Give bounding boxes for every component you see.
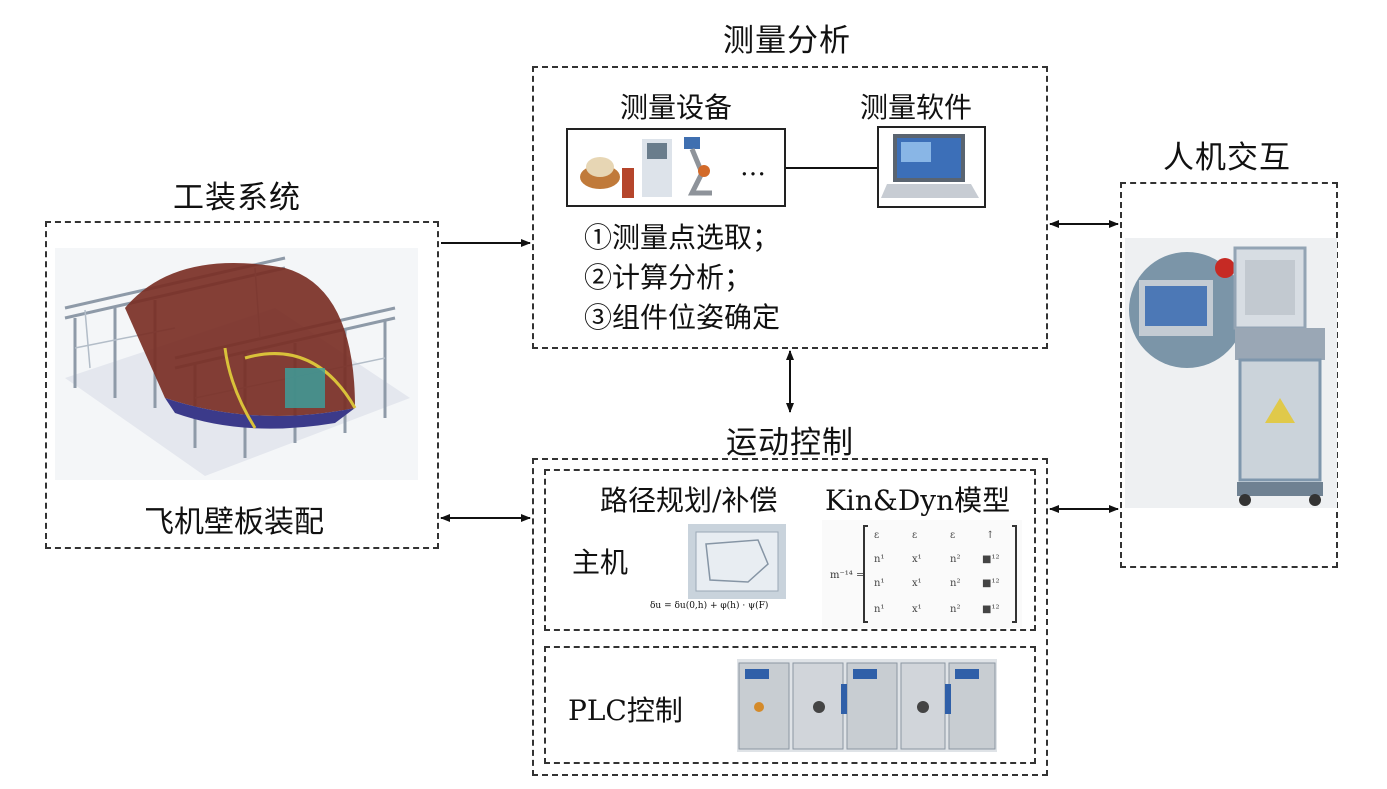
plc-cabinets-image (737, 659, 997, 752)
measurement-software-laptop (877, 126, 986, 208)
svg-text:ε: ε (950, 530, 955, 541)
svg-text:■¹²: ■¹² (982, 578, 999, 589)
device-ellipsis: … (740, 152, 766, 182)
measurement-device-panel: … (566, 128, 786, 207)
plc-label: PLC控制 (568, 694, 683, 727)
tooling-box (45, 221, 439, 549)
svg-text:↑: ↑ (986, 530, 994, 541)
tooling-caption: 飞机壁板装配 (144, 505, 324, 540)
host-label: 主机 (572, 546, 629, 579)
measurement-box (532, 66, 1048, 349)
measurement-device-image (572, 133, 737, 203)
svg-text:n¹: n¹ (874, 604, 884, 615)
path-planning-label: 路径规划/补偿 (600, 484, 778, 517)
measurement-step-2: ②计算分析； (584, 261, 753, 294)
measurement-device-label: 测量设备 (620, 91, 733, 124)
kin-dyn-matrix-image: m⁻¹⁴ = ε ε ε ↑ n¹ x¹ n² ■¹² n¹ x¹ n² ■¹² n¹ x¹ n² ■¹… (822, 520, 1022, 628)
host-subbox (544, 469, 1036, 631)
svg-text:■¹²: ■¹² (982, 554, 999, 565)
kin-dyn-model-label: Kin&Dyn模型 (825, 484, 1011, 517)
svg-text:x¹: x¹ (912, 578, 922, 589)
motion-title: 运动控制 (726, 425, 854, 461)
path-planning-image (688, 524, 786, 599)
svg-text:ε: ε (912, 530, 917, 541)
compensation-formula: δu = δu(0,h) + φ(h) · ψ(F) (650, 601, 769, 611)
svg-text:■¹²: ■¹² (982, 604, 999, 615)
measurement-title: 测量分析 (723, 23, 851, 59)
laptop-icon (881, 134, 979, 198)
svg-text:m⁻¹⁴ =: m⁻¹⁴ = (830, 570, 864, 581)
svg-text:n²: n² (950, 554, 960, 565)
svg-text:n²: n² (950, 604, 960, 615)
hmi-title: 人机交互 (1163, 140, 1291, 176)
svg-text:n¹: n¹ (874, 554, 884, 565)
hmi-console-image (1125, 238, 1337, 508)
svg-text:x¹: x¹ (912, 604, 922, 615)
measurement-step-1: ①测量点选取； (584, 221, 781, 254)
svg-text:n²: n² (950, 578, 960, 589)
plc-subbox (544, 646, 1036, 764)
motion-box (532, 458, 1048, 776)
svg-text:n¹: n¹ (874, 578, 884, 589)
svg-text:x¹: x¹ (912, 554, 922, 565)
measurement-software-label: 测量软件 (860, 91, 973, 124)
svg-text:ε: ε (874, 530, 879, 541)
tooling-title: 工装系统 (173, 180, 301, 216)
measurement-step-3: ③组件位姿确定 (584, 301, 781, 334)
assembly-fixture-image (55, 248, 418, 480)
hmi-box (1120, 182, 1338, 568)
